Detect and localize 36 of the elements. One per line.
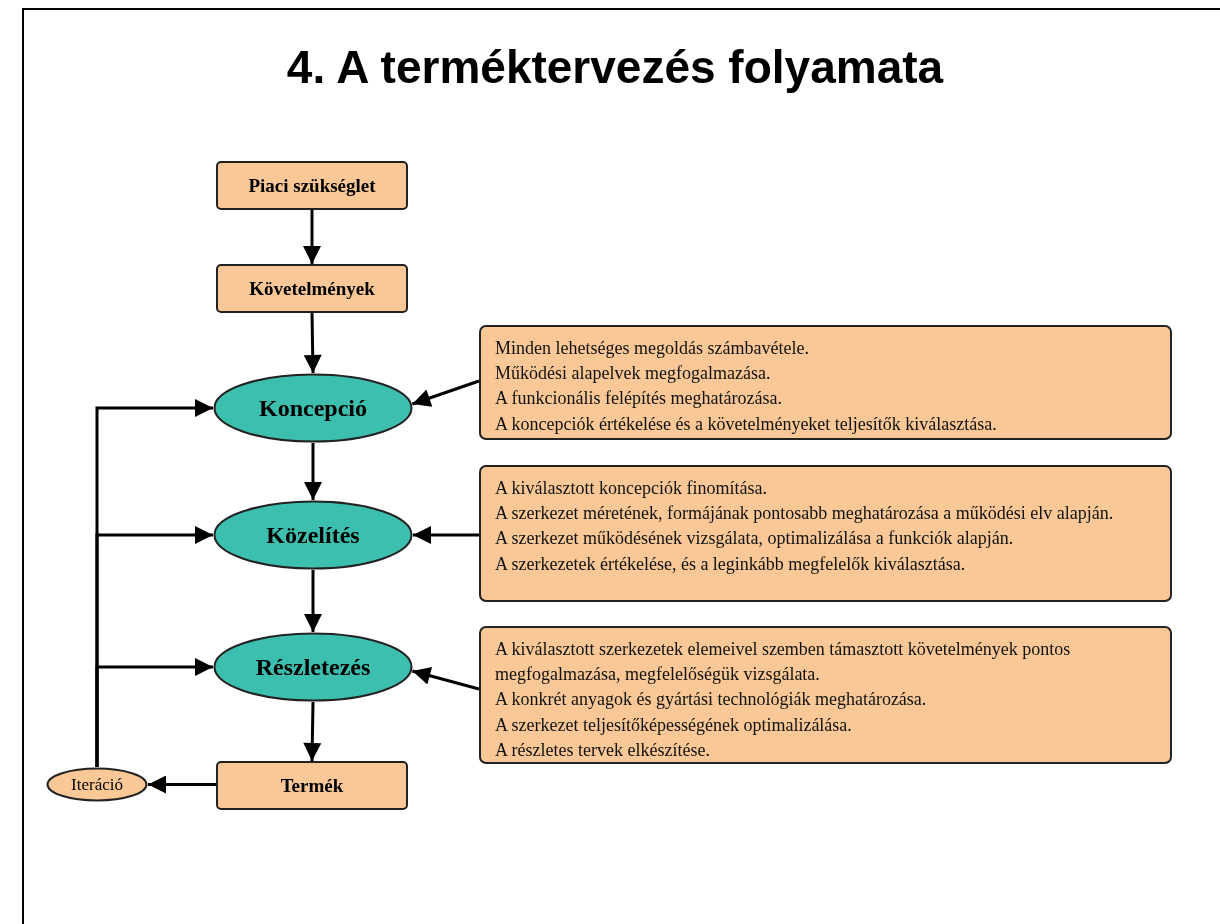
process-box [216, 264, 408, 313]
process-box [216, 761, 408, 810]
note-text: A szerkezet teljesítőképességének optimalizálása. [495, 713, 852, 737]
note-text: A funkcionális felépítés meghatározása. [495, 387, 782, 411]
arrow [411, 667, 480, 691]
node-label: Közelítés [266, 521, 360, 549]
node-label: Részletezés [255, 653, 371, 681]
note-text: A kiválasztott szerkezetek elemeivel szemben támasztott követelmények pontos megfogalmazása, megfelelőségük vizsgálata. [495, 638, 1072, 687]
note-box [479, 325, 1172, 440]
arrow [95, 658, 213, 767]
arrow [303, 701, 322, 762]
node-label: Követelmények [249, 277, 375, 300]
arrow [411, 379, 480, 407]
node-label: Termék [280, 774, 344, 797]
note-box [479, 465, 1172, 602]
node-label: Iteráció [71, 774, 123, 795]
note-box [479, 626, 1172, 764]
note-text: A részletes tervek elkészítése. [495, 738, 710, 762]
arrow [413, 526, 479, 544]
node-label: Koncepció [259, 394, 367, 422]
arrow [304, 443, 322, 500]
arrow [303, 210, 321, 264]
arrow [304, 570, 322, 632]
node-label: Piaci szükséglet [248, 174, 376, 197]
note-text: A kiválasztott koncepciók finomítása. [495, 477, 767, 500]
arrow [303, 312, 322, 374]
note-text: A koncepciók értékelése és a követelményeket teljesítők kiválasztása. [495, 412, 997, 436]
diagram-title: 4. A terméktervezés folyamata [286, 40, 944, 94]
note-text: A szerkezet méretének, formájának pontosabb meghatározása a működési elv alapján. [495, 502, 1114, 526]
note-text: A szerkezetek értékelése, és a leginkább megfelelők kiválasztása. [495, 552, 966, 576]
arrow [148, 775, 216, 794]
note-text: Működési alapelvek megfogalmazása. [495, 362, 771, 386]
note-text: A szerkezet működésének vizsgálata, optimalizálása a funkciók alapján. [495, 527, 1014, 551]
process-box [216, 161, 408, 210]
note-text: Minden lehetséges megoldás számbavétele. [495, 337, 809, 360]
note-text: A konkrét anyagok és gyártási technológiák meghatározása. [495, 688, 927, 712]
